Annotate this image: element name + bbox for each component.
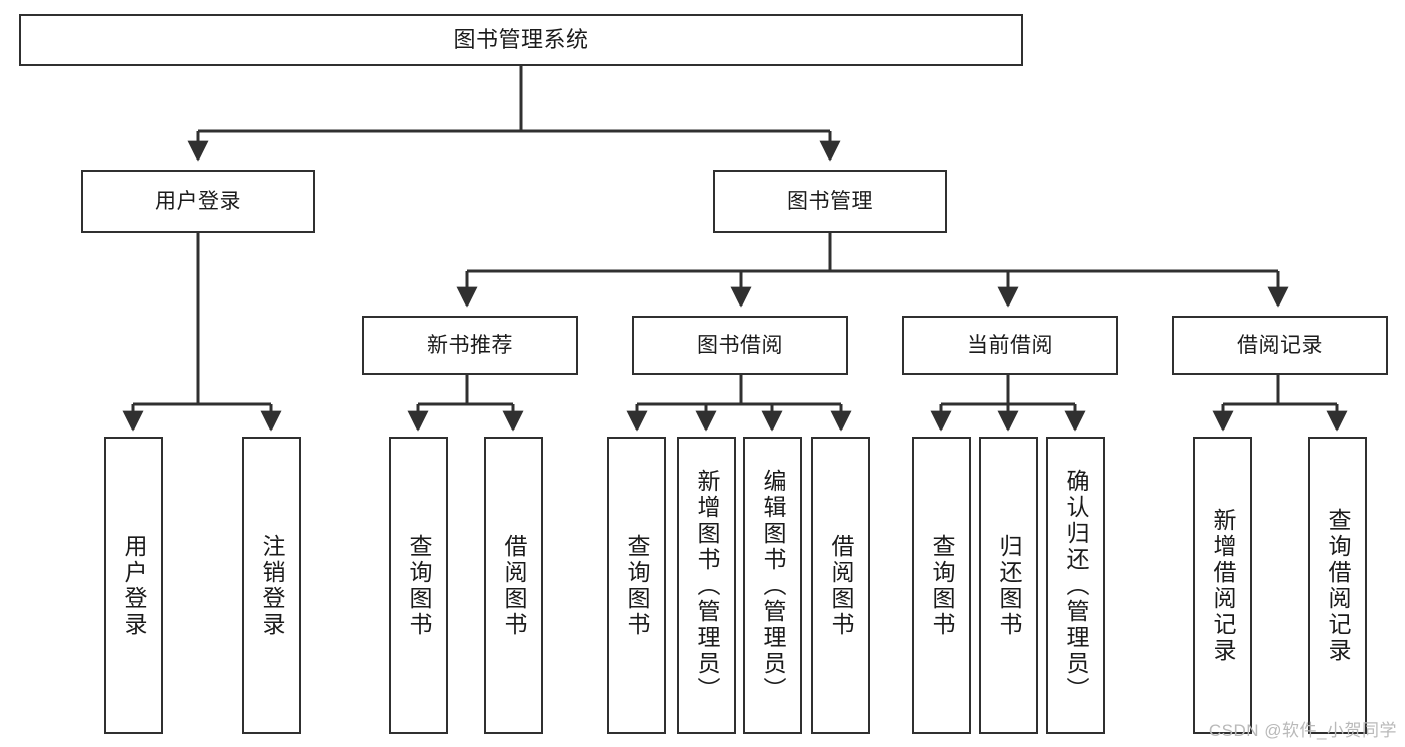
leaf-confirm-return-admin-label: 确认归还（管理员） xyxy=(1063,468,1089,703)
leaf-add-borrow-record-label: 新增借阅记录 xyxy=(1210,507,1236,664)
node-book-management[interactable]: 图书管理 xyxy=(713,170,947,233)
leaf-query-book-current[interactable]: 查询图书 xyxy=(912,437,971,734)
leaf-confirm-return-admin[interactable]: 确认归还（管理员） xyxy=(1046,437,1105,734)
leaf-borrow-book[interactable]: 借阅图书 xyxy=(811,437,870,734)
node-current-borrow-label: 当前借阅 xyxy=(967,333,1053,357)
node-book-management-label: 图书管理 xyxy=(787,189,873,213)
watermark: CSDN @软件_小贺同学 xyxy=(1208,721,1397,740)
node-root-label: 图书管理系统 xyxy=(453,26,589,52)
leaf-add-book-admin-label: 新增图书（管理员） xyxy=(694,468,720,703)
leaf-query-book-borrow[interactable]: 查询图书 xyxy=(607,437,666,734)
leaf-user-login[interactable]: 用户登录 xyxy=(104,437,163,734)
leaf-query-book-newbook[interactable]: 查询图书 xyxy=(389,437,448,734)
node-user-login-label: 用户登录 xyxy=(155,189,241,213)
leaf-user-login-label: 用户登录 xyxy=(121,533,147,638)
node-new-book-recommend-label: 新书推荐 xyxy=(427,333,513,357)
leaf-edit-book-admin[interactable]: 编辑图书（管理员） xyxy=(743,437,802,734)
node-book-borrow[interactable]: 图书借阅 xyxy=(632,316,848,375)
leaf-query-borrow-record[interactable]: 查询借阅记录 xyxy=(1308,437,1367,734)
node-borrow-records[interactable]: 借阅记录 xyxy=(1172,316,1388,375)
leaf-query-book-borrow-label: 查询图书 xyxy=(624,533,650,638)
node-current-borrow[interactable]: 当前借阅 xyxy=(902,316,1118,375)
leaf-edit-book-admin-label: 编辑图书（管理员） xyxy=(760,468,786,703)
leaf-return-book-label: 归还图书 xyxy=(996,533,1022,638)
leaf-logout-label: 注销登录 xyxy=(259,533,285,638)
leaf-query-borrow-record-label: 查询借阅记录 xyxy=(1325,507,1351,664)
leaf-logout[interactable]: 注销登录 xyxy=(242,437,301,734)
node-new-book-recommend[interactable]: 新书推荐 xyxy=(362,316,578,375)
leaf-query-book-newbook-label: 查询图书 xyxy=(406,533,432,638)
leaf-add-book-admin[interactable]: 新增图书（管理员） xyxy=(677,437,736,734)
leaf-borrow-book-newbook-label: 借阅图书 xyxy=(501,533,527,638)
leaf-add-borrow-record[interactable]: 新增借阅记录 xyxy=(1193,437,1252,734)
node-user-login[interactable]: 用户登录 xyxy=(81,170,315,233)
leaf-query-book-current-label: 查询图书 xyxy=(929,533,955,638)
leaf-return-book[interactable]: 归还图书 xyxy=(979,437,1038,734)
leaf-borrow-book-label: 借阅图书 xyxy=(828,533,854,638)
node-borrow-records-label: 借阅记录 xyxy=(1237,333,1323,357)
node-book-borrow-label: 图书借阅 xyxy=(697,333,783,357)
node-root[interactable]: 图书管理系统 xyxy=(19,14,1023,66)
leaf-borrow-book-newbook[interactable]: 借阅图书 xyxy=(484,437,543,734)
